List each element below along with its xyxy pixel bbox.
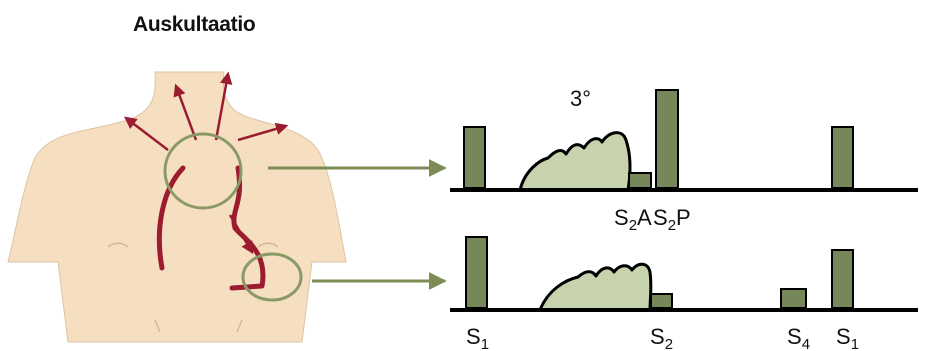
bar-s2p — [656, 90, 678, 188]
s1-label-right: S1 — [836, 324, 859, 351]
upper-trace: 3° S2A S2P — [450, 86, 918, 234]
s2a-label: S2A — [614, 205, 652, 234]
bar-s4-lower — [781, 289, 806, 308]
bar-s2-lower — [651, 294, 672, 308]
bar-s1-lower-right — [832, 250, 853, 308]
s4-label: S4 — [787, 324, 810, 351]
s1-label-left: S1 — [466, 324, 489, 351]
torso-illustration — [8, 72, 346, 342]
murmur-grade-label: 3° — [570, 86, 591, 111]
murmur-shape-lower — [540, 264, 651, 310]
torso-body — [8, 72, 346, 342]
bar-s1-lower — [466, 237, 487, 308]
s2p-label: S2P — [653, 205, 691, 234]
bar-s1-upper-right — [832, 127, 853, 188]
murmur-shape-upper — [520, 133, 630, 190]
s2-label: S2 — [650, 324, 673, 351]
bar-s1-upper — [464, 127, 485, 188]
lower-trace: S1 S2 S4 S1 — [450, 237, 918, 351]
bar-s2a — [629, 173, 651, 188]
